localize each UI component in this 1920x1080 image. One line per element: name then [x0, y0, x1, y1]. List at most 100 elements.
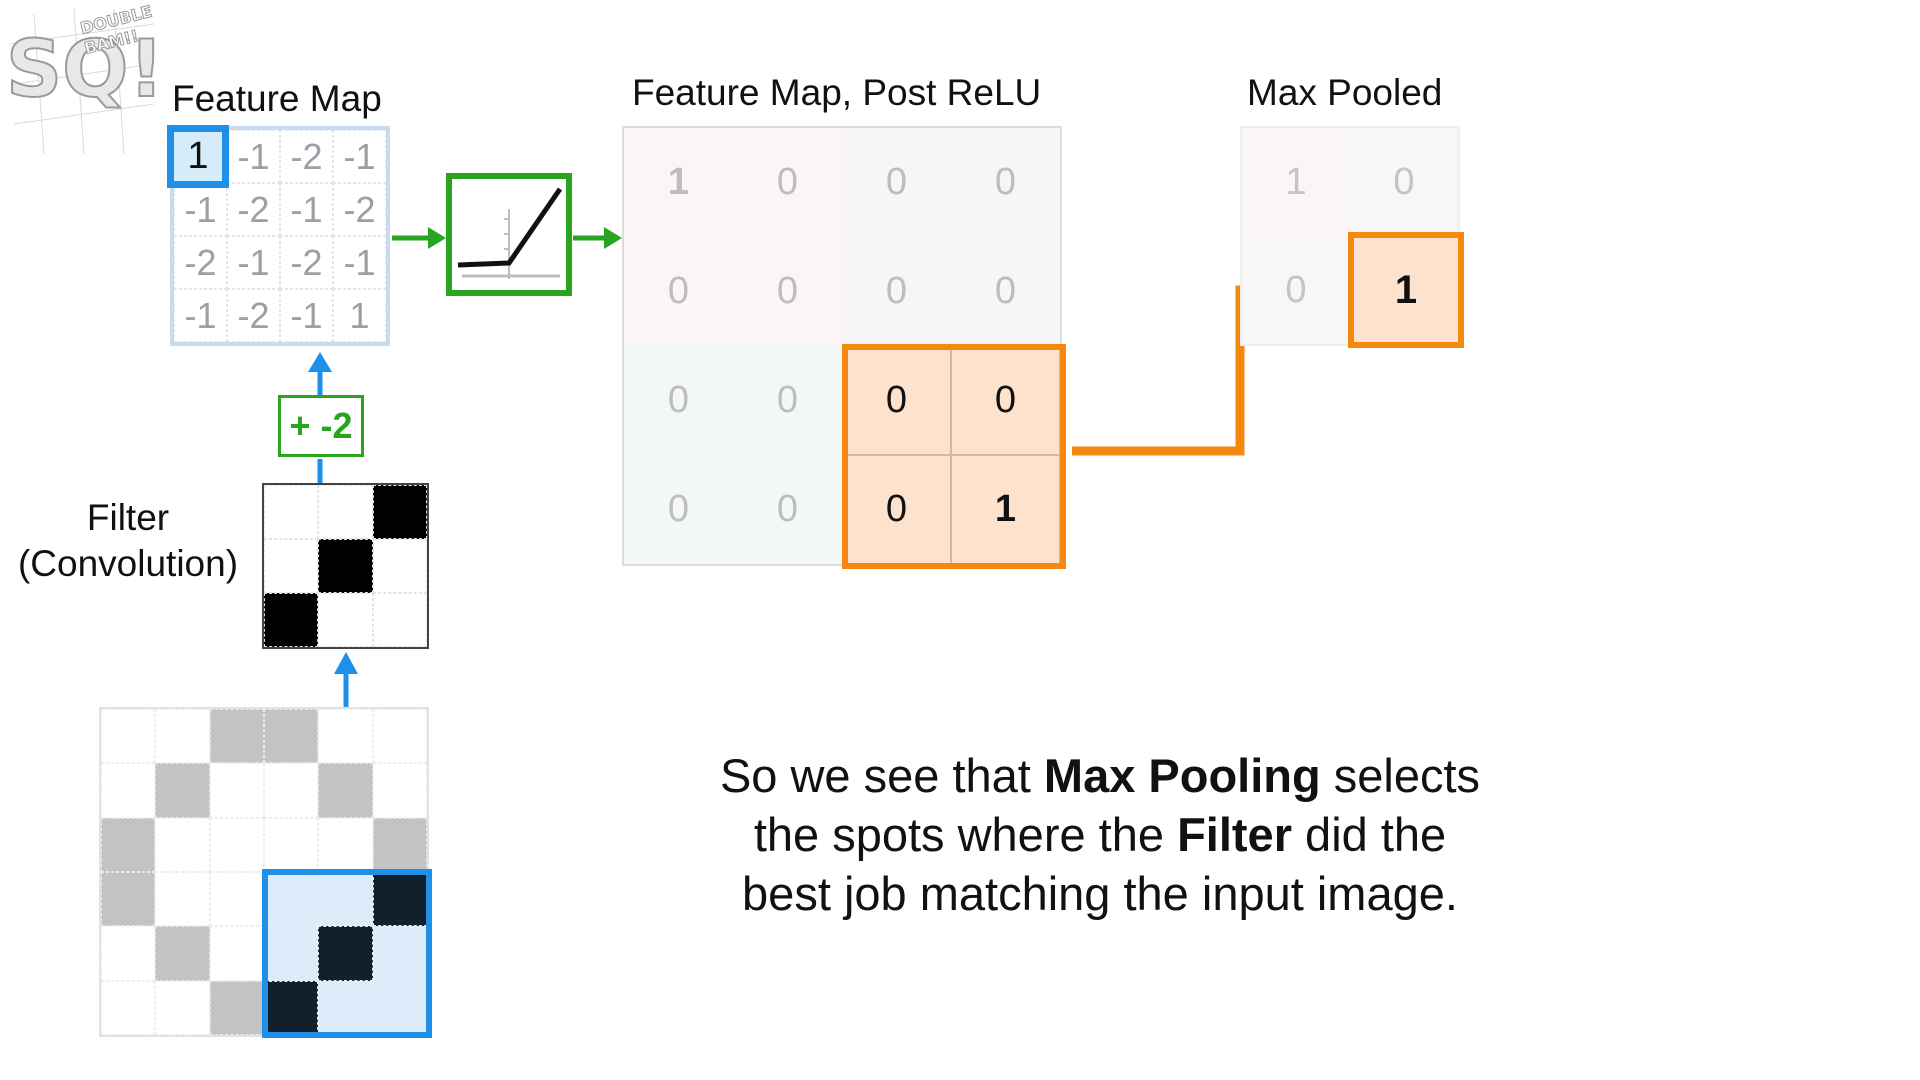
caption-bold: Max Pooling — [1043, 749, 1321, 802]
post-relu-cell: 0 — [624, 237, 733, 346]
input-pixel — [209, 980, 264, 1035]
input-pixel — [155, 763, 210, 818]
post-relu-cell: 0 — [733, 237, 842, 346]
max-pooled-cell: 0 — [1350, 128, 1458, 236]
filter-cell — [318, 485, 373, 539]
feature-map-cell: -1 — [174, 183, 227, 236]
input-pixel — [101, 709, 156, 764]
post-relu-cell: 0 — [951, 346, 1060, 455]
post-relu-cell: 1 — [951, 455, 1060, 564]
input-pixel — [263, 926, 319, 981]
caption-bold: Filter — [1177, 808, 1292, 861]
caption-line-1: So we see that Max Pooling selects — [640, 746, 1560, 805]
post-relu-cell: 0 — [951, 237, 1060, 346]
input-image-grid — [99, 707, 429, 1037]
relu-graph-icon — [457, 187, 563, 279]
svg-text:SQ!: SQ! — [6, 25, 164, 115]
input-pixel — [372, 871, 427, 927]
input-pixel — [263, 817, 319, 872]
feature-map-cell: -2 — [227, 289, 280, 342]
input-pixel — [155, 926, 210, 981]
input-pixel — [101, 763, 156, 818]
feature-map-cell: -2 — [280, 130, 333, 183]
filter-label-line1: Filter — [86, 497, 170, 538]
filter-cell — [264, 593, 319, 647]
caption-line-2: the spots where the Filter did the — [640, 805, 1560, 864]
post-relu-cell: 0 — [951, 128, 1060, 237]
post-relu-cell: 0 — [624, 455, 733, 564]
filter-cell — [372, 539, 427, 593]
input-pixel — [372, 709, 427, 764]
input-pixel — [209, 817, 264, 872]
arrow-bias-to-feature-map — [308, 352, 332, 395]
input-pixel — [101, 871, 156, 927]
post-relu-cell: 0 — [842, 128, 951, 237]
filter-cell — [318, 593, 373, 647]
input-pixel — [263, 709, 319, 764]
caption-text: did the — [1292, 808, 1447, 861]
relu-activation-box — [446, 173, 572, 296]
feature-map-cell: -2 — [227, 183, 280, 236]
statquest-logo: SQ! DOUBLE BAM!! — [5, 4, 164, 155]
max-pooled-cell: 0 — [1242, 236, 1350, 344]
input-pixel — [372, 817, 427, 872]
arrow-to-relu — [392, 227, 446, 249]
input-pixel — [318, 763, 373, 818]
feature-map-cell: -2 — [280, 236, 333, 289]
input-pixel — [101, 817, 156, 872]
input-pixel — [101, 980, 156, 1035]
post-relu-cell: 1 — [624, 128, 733, 237]
post-relu-cell: 0 — [842, 455, 951, 564]
feature-map-cell: -1 — [174, 289, 227, 342]
input-pixel — [318, 980, 373, 1035]
feature-map-cell: -1 — [227, 130, 280, 183]
input-pixel — [318, 926, 373, 981]
filter-cell — [318, 539, 373, 593]
feature-map-cell: -2 — [174, 236, 227, 289]
max-pooled-highlight-cell: 1 — [1348, 232, 1464, 348]
caption-text: the spots where the — [753, 808, 1178, 861]
input-pixel — [263, 871, 319, 927]
feature-map-cell: -1 — [227, 236, 280, 289]
input-pixel — [372, 980, 427, 1035]
input-pixel — [209, 871, 264, 927]
post-relu-cell: 0 — [733, 346, 842, 455]
max-pooled-cell: 1 — [1242, 128, 1350, 236]
bias-box: + -2 — [278, 395, 364, 457]
feature-map-cell: -2 — [333, 183, 386, 236]
filter-cell — [264, 485, 319, 539]
input-pixel — [263, 980, 319, 1035]
post-relu-cell: 0 — [733, 128, 842, 237]
input-pixel — [101, 926, 156, 981]
input-pixel — [318, 709, 373, 764]
filter-label-line2: (Convolution) — [17, 543, 239, 584]
caption-line-3: best job matching the input image. — [742, 867, 1458, 920]
feature-map-cell: -1 — [333, 236, 386, 289]
caption-text: So we see that — [719, 749, 1044, 802]
post-relu-title: Feature Map, Post ReLU — [632, 72, 1042, 113]
input-pixel — [209, 709, 264, 764]
input-pixel — [372, 763, 427, 818]
feature-map-title: Feature Map — [172, 78, 382, 119]
arrow-from-relu — [573, 227, 622, 249]
input-pixel — [318, 817, 373, 872]
filter-grid — [262, 483, 429, 649]
post-relu-cell: 0 — [842, 237, 951, 346]
input-pixel — [263, 763, 319, 818]
feature-map-grid: 1-1-2-1-1-2-1-2-2-1-2-1-1-2-11 — [170, 126, 390, 346]
feature-map-cell: 1 — [333, 289, 386, 342]
caption: So we see that Max Pooling selects the s… — [640, 746, 1560, 923]
post-relu-cell: 0 — [842, 346, 951, 455]
post-relu-cell: 0 — [624, 346, 733, 455]
feature-map-cell: -1 — [333, 130, 386, 183]
feature-map-cell: -1 — [280, 183, 333, 236]
post-relu-cell: 0 — [733, 455, 842, 564]
input-pixel — [318, 871, 373, 927]
filter-label: Filter (Convolution) — [8, 495, 248, 587]
input-pixel — [155, 709, 210, 764]
input-pixel — [209, 926, 264, 981]
caption-text: selects — [1320, 749, 1481, 802]
filter-cell — [372, 485, 427, 539]
input-pixel — [155, 980, 210, 1035]
